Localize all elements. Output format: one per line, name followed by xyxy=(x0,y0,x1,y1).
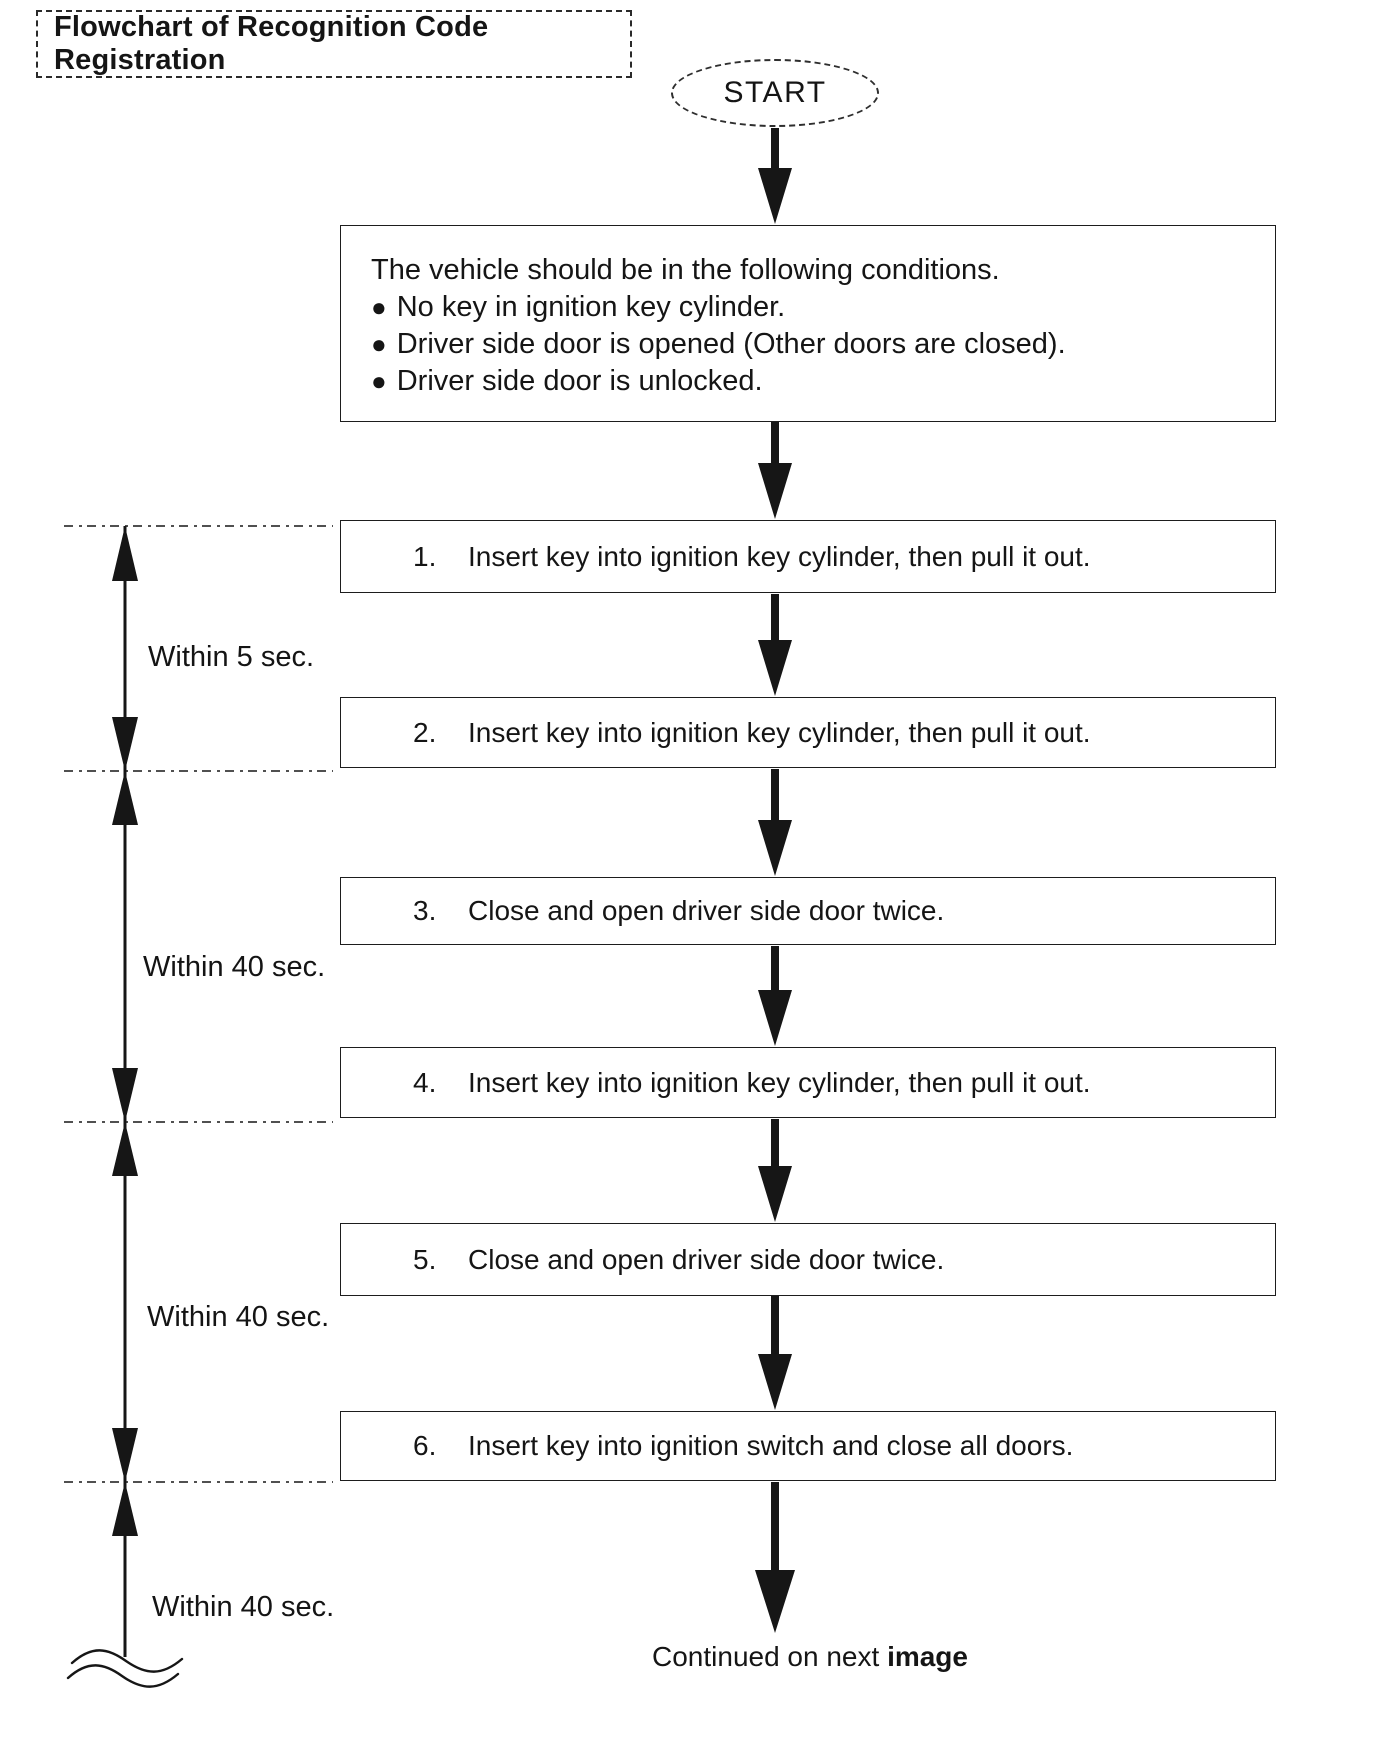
timing-label-5sec: Within 5 sec. xyxy=(148,641,314,673)
step-number: 6. xyxy=(413,1430,437,1461)
bullet-icon: ● xyxy=(371,366,387,396)
step-box-2: 2. Insert key into ignition key cylinder… xyxy=(340,697,1276,768)
step-text: Insert key into ignition key cylinder, t… xyxy=(468,716,1091,748)
timing-bracket xyxy=(64,525,333,1688)
down-arrow-icon xyxy=(756,769,794,876)
conditions-list: ● No key in ignition key cylinder. ● Dri… xyxy=(371,289,1255,400)
down-arrow-icon xyxy=(756,421,794,519)
start-label: START xyxy=(723,76,827,109)
down-arrow-icon xyxy=(753,1482,797,1633)
step-box-5: 5. Close and open driver side door twice… xyxy=(340,1223,1276,1296)
start-terminator: START xyxy=(671,59,879,127)
timing-label-40sec: Within 40 sec. xyxy=(147,1301,330,1333)
page-title: Flowchart of Recognition Code Registrati… xyxy=(54,11,489,76)
continued-note: Continued on next image xyxy=(560,1641,1060,1673)
timing-label-40sec: Within 40 sec. xyxy=(143,951,326,983)
step-number: 5. xyxy=(413,1243,437,1275)
down-arrow-icon xyxy=(756,128,794,224)
condition-text: Driver side door is opened (Other doors … xyxy=(396,328,1066,360)
condition-text: No key in ignition key cylinder. xyxy=(396,291,786,323)
list-item: ● Driver side door is unlocked. xyxy=(371,363,1255,400)
step-text: Close and open driver side door twice. xyxy=(468,1243,945,1275)
down-arrow-icon xyxy=(756,594,794,696)
bullet-icon: ● xyxy=(371,329,387,359)
down-arrow-icon xyxy=(756,1294,794,1410)
down-arrow-icon xyxy=(756,946,794,1046)
step-number: 4. xyxy=(413,1066,437,1098)
continued-emphasis: image xyxy=(887,1641,968,1672)
condition-text: Driver side door is unlocked. xyxy=(396,365,763,397)
list-item: ● Driver side door is opened (Other door… xyxy=(371,326,1255,363)
timing-label-40sec: Within 40 sec. xyxy=(152,1591,335,1623)
step-number: 2. xyxy=(413,716,437,748)
step-box-1: 1. Insert key into ignition key cylinder… xyxy=(340,520,1276,593)
step-box-3: 3. Close and open driver side door twice… xyxy=(340,877,1276,945)
step-number: 1. xyxy=(413,540,437,572)
down-arrow-icon xyxy=(756,1119,794,1222)
step-text: Insert key into ignition key cylinder, t… xyxy=(468,1066,1091,1098)
step-text: Close and open driver side door twice. xyxy=(468,895,945,926)
step-box-4: 4. Insert key into ignition key cylinder… xyxy=(340,1047,1276,1118)
list-item: ● No key in ignition key cylinder. xyxy=(371,289,1255,326)
conditions-intro: The vehicle should be in the following c… xyxy=(371,254,1000,286)
continued-text: Continued on next xyxy=(652,1641,888,1672)
title-box: Flowchart of Recognition Code Registrati… xyxy=(36,10,632,78)
step-text: Insert key into ignition key cylinder, t… xyxy=(468,540,1091,572)
bullet-icon: ● xyxy=(371,292,387,322)
step-text: Insert key into ignition switch and clos… xyxy=(468,1430,1074,1461)
conditions-box: The vehicle should be in the following c… xyxy=(340,225,1276,422)
step-box-6: 6. Insert key into ignition switch and c… xyxy=(340,1411,1276,1481)
step-number: 3. xyxy=(413,895,437,926)
